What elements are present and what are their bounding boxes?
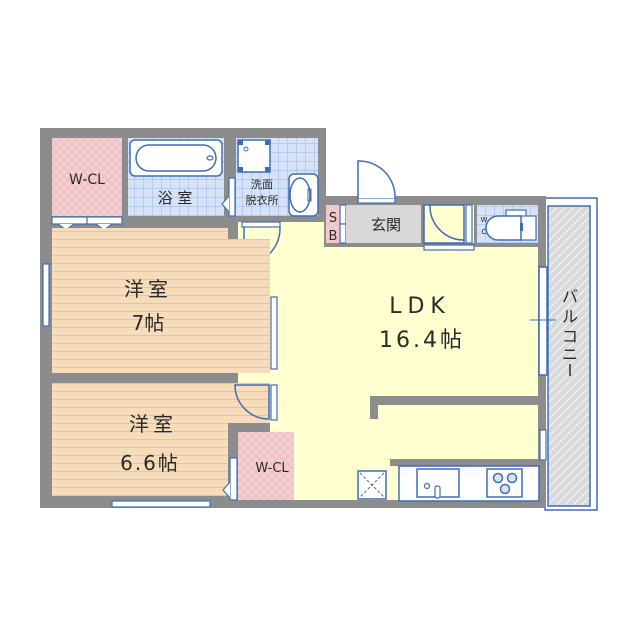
closet-bottom: [238, 432, 294, 500]
front-door: [357, 160, 396, 204]
closet-top-label: W-CL: [69, 172, 105, 188]
entrance-floor: [346, 205, 421, 243]
entrance-label: 玄関: [371, 216, 401, 234]
washroom-label-line1: 洗面: [251, 178, 273, 191]
balcony-label-char-2: ル: [562, 307, 578, 326]
hall-door: [423, 204, 475, 251]
kitchen-wall: [390, 459, 540, 466]
closet-bottom-door: [222, 457, 238, 501]
stove-icon: [486, 468, 523, 498]
room-1-floor-main: [52, 239, 270, 373]
room-1-name-label: 洋室: [124, 277, 172, 301]
ldk-partition-wall: [370, 396, 538, 419]
closet-top: [52, 138, 122, 216]
balcony: [544, 197, 598, 511]
room-2-window-bottom: [111, 500, 211, 508]
refrigerator-space: [357, 470, 387, 500]
bathtub-icon: [129, 139, 223, 177]
ldk-size-label: 16.4帖: [379, 328, 465, 353]
balcony-label-char-1: バ: [562, 287, 578, 306]
shoe-box-label-s: S: [329, 211, 337, 226]
room-1-size-label: 7帖: [132, 311, 165, 335]
bathroom-label: 浴 室: [158, 189, 193, 207]
wc-label-w: W: [481, 216, 488, 224]
room-2-door: [234, 384, 278, 421]
ldk-name-label: LDK: [389, 294, 451, 319]
shoe-box: [326, 205, 340, 243]
room-1-window-right: [270, 296, 278, 370]
balcony-label-char-4: ニ: [562, 345, 578, 364]
washing-machine-icon: [237, 139, 271, 173]
balcony-label: バ ル コ ニ: [562, 287, 578, 376]
room-1-floor: [52, 228, 228, 239]
closet-bottom-label: W-CL: [255, 461, 289, 476]
ldk-window-small: [539, 429, 547, 461]
wc-label-c: C: [482, 228, 487, 236]
bath-door: [221, 177, 236, 217]
sink-icon: [416, 468, 460, 499]
room-1-window-left: [42, 263, 50, 327]
ldk-window-balcony: [530, 266, 556, 376]
toilet-icon: [485, 209, 537, 241]
room-2-name-label: 洋室: [129, 412, 177, 436]
balcony-label-char-3: コ: [562, 327, 578, 346]
room-2-size-label: 6.6帖: [120, 451, 180, 475]
washbasin-icon: [288, 173, 319, 217]
shoe-box-label-b: B: [329, 229, 338, 244]
washroom-label-line2: 脱衣所: [246, 193, 279, 207]
